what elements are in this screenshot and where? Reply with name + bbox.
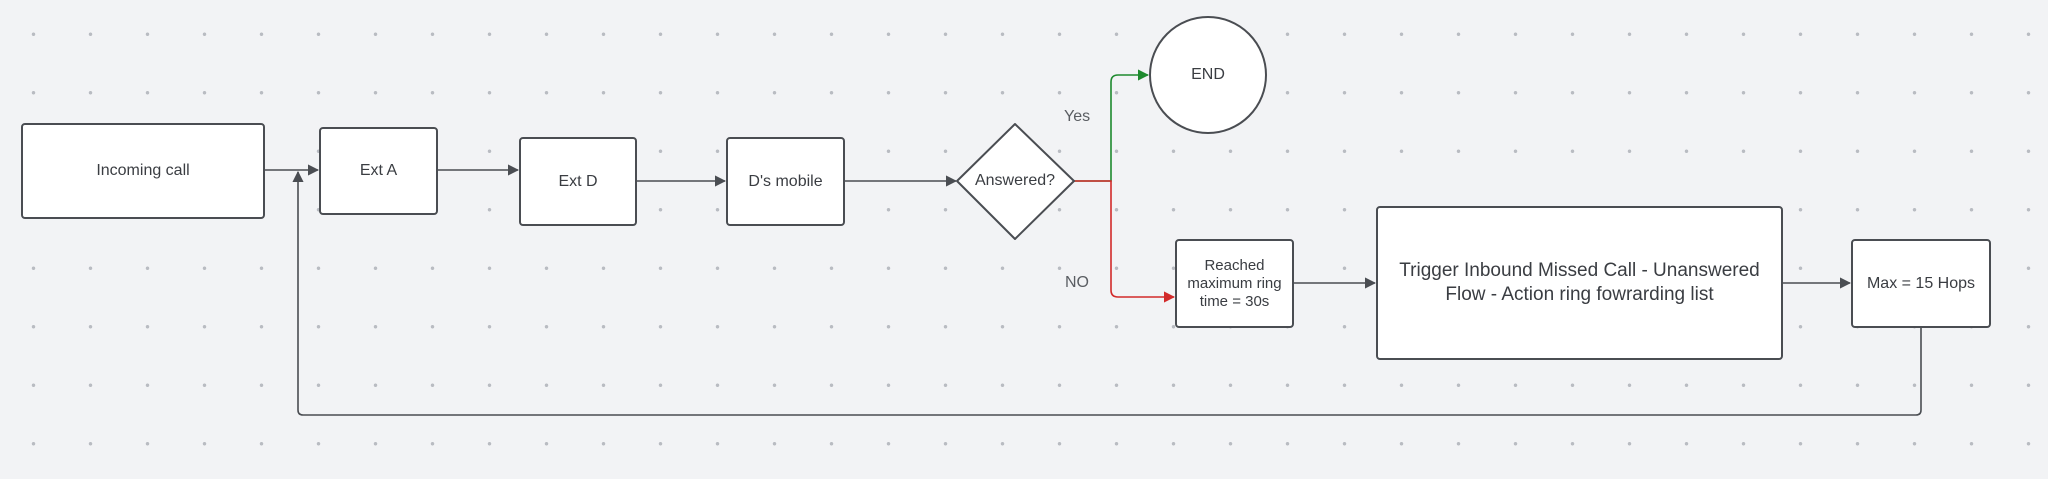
node-max-hops[interactable]: Max = 15 Hops [1851, 239, 1991, 328]
node-incoming-call[interactable]: Incoming call [21, 123, 265, 219]
node-d-mobile-label: D's mobile [748, 172, 823, 190]
edge-answered-yes-to-end[interactable] [1074, 69, 1150, 182]
edge-answered-no-to-reached[interactable] [1074, 180, 1176, 303]
node-ext-d-label: Ext D [558, 172, 598, 190]
node-answered-label: Answered? [974, 172, 1056, 190]
node-max-hops-label: Max = 15 Hops [1866, 274, 1976, 292]
node-incoming-call-label: Incoming call [96, 162, 190, 180]
node-end[interactable]: END [1149, 16, 1267, 134]
node-d-mobile[interactable]: D's mobile [726, 137, 845, 226]
node-ext-a[interactable]: Ext A [319, 127, 438, 215]
node-ext-a-label: Ext A [359, 162, 398, 180]
node-end-label: END [1191, 66, 1225, 84]
node-trigger-flow-label: Trigger Inbound Missed Call - Unanswered… [1399, 260, 1760, 305]
node-reached-max-label: Reached maximum ring time = 30s [1187, 256, 1282, 310]
node-ext-d[interactable]: Ext D [519, 137, 637, 226]
edge-label-yes: Yes [1064, 108, 1091, 125]
decision-diamond[interactable] [956, 123, 1075, 240]
edge-label-no: NO [1065, 274, 1089, 291]
node-reached-max[interactable]: Reached maximum ring time = 30s [1175, 239, 1294, 328]
node-trigger-flow[interactable]: Trigger Inbound Missed Call - Unanswered… [1376, 206, 1783, 360]
node-answered-label-box: Answered? [957, 158, 1073, 204]
edge-maxhops-loop-to-exta[interactable] [292, 170, 1922, 416]
